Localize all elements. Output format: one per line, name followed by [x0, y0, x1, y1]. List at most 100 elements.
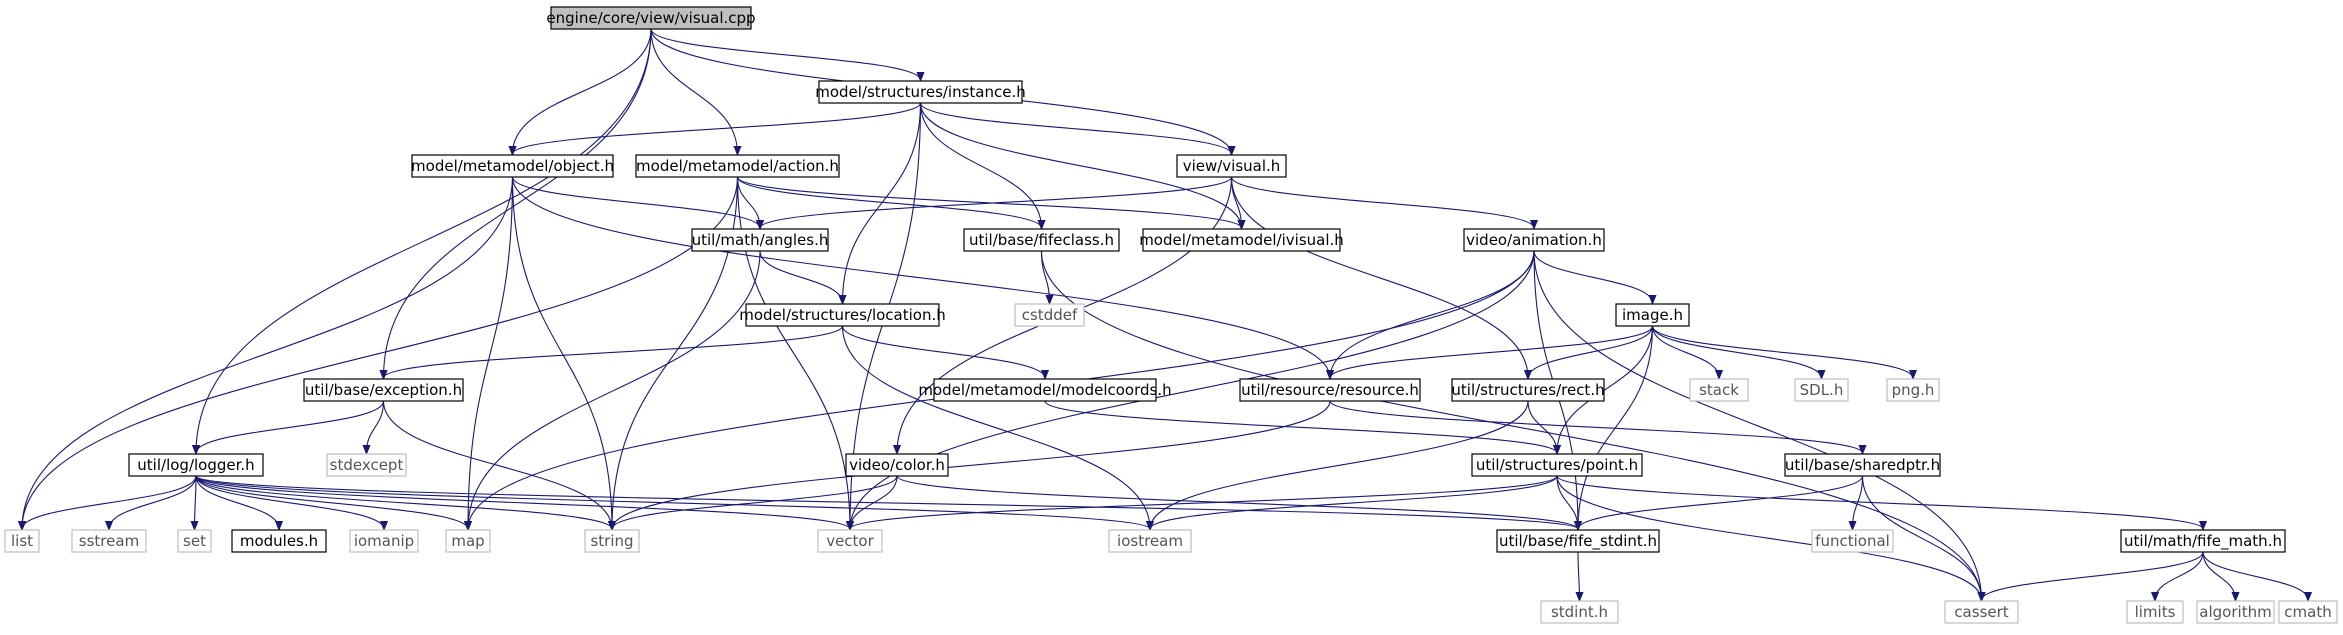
- node-fifestdint[interactable]: util/base/fife_stdint.h: [1496, 529, 1660, 553]
- edge-line: [1150, 400, 1529, 529]
- node-modules[interactable]: modules.h: [231, 529, 327, 553]
- node-box: [2120, 529, 2286, 553]
- node-fifeclass[interactable]: util/base/fifeclass.h: [963, 228, 1120, 252]
- node-logger[interactable]: util/log/logger.h: [128, 453, 264, 477]
- node-label: stdint.h: [1551, 603, 1608, 621]
- node-modelcoords[interactable]: model/metamodel/modelcoords.h: [918, 378, 1172, 402]
- node-label: png.h: [1892, 381, 1935, 399]
- edge-point-to-iostream: [1150, 475, 1558, 529]
- node-image[interactable]: image.h: [1615, 303, 1690, 327]
- edge-line: [384, 325, 844, 378]
- edge-line: [367, 400, 385, 453]
- node-rect[interactable]: util/structures/rect.h: [1451, 378, 1605, 402]
- node-viewvisual[interactable]: view/visual.h: [1176, 154, 1287, 178]
- edge-line: [468, 250, 761, 529]
- edge-line: [1044, 400, 1557, 453]
- node-exception[interactable]: util/base/exception.h: [303, 378, 464, 402]
- node-box: [2126, 600, 2184, 624]
- node-cmath: cmath: [2278, 600, 2338, 624]
- edge-logger-to-string: [195, 475, 612, 529]
- node-label: image.h: [1622, 306, 1683, 324]
- node-ivisual[interactable]: model/metamodel/ivisual.h: [1139, 228, 1344, 252]
- node-box: [1471, 453, 1643, 477]
- edge-line: [1651, 325, 1822, 378]
- edge-logger-to-map: [195, 475, 468, 529]
- edge-line: [1330, 250, 1535, 378]
- node-location[interactable]: model/structures/location.h: [739, 303, 946, 327]
- edge-line: [196, 400, 385, 453]
- node-box: [1108, 529, 1192, 553]
- edge-line: [2202, 551, 2236, 600]
- edge-line: [384, 28, 652, 378]
- node-root[interactable]: engine/core/view/visual.cpp: [546, 6, 756, 30]
- node-box: [1463, 228, 1605, 252]
- node-box: [2196, 600, 2275, 624]
- node-animation[interactable]: video/animation.h: [1463, 228, 1605, 252]
- node-point[interactable]: util/structures/point.h: [1471, 453, 1643, 477]
- edge-line: [1329, 400, 1863, 453]
- node-label: list: [11, 532, 33, 550]
- edge-line: [513, 28, 652, 154]
- edge-fifestdint-to-stdint: [1578, 551, 1580, 600]
- node-resource[interactable]: util/resource/resource.h: [1239, 378, 1421, 402]
- edge-action-to-fifeclass: [736, 176, 1042, 228]
- edge-line: [511, 176, 613, 529]
- node-label: cstddef: [1022, 306, 1078, 324]
- node-label: util/base/sharedptr.h: [1785, 456, 1940, 474]
- edge-point-to-cassert: [1556, 475, 1982, 600]
- edge-point-to-vector: [850, 475, 1558, 529]
- edge-line: [612, 400, 1331, 529]
- edge-line: [896, 475, 1578, 529]
- node-box: [933, 378, 1157, 402]
- edge-line: [195, 475, 1150, 529]
- node-object[interactable]: model/metamodel/object.h: [411, 154, 614, 178]
- node-box: [1886, 378, 1940, 402]
- node-box: [445, 529, 491, 553]
- edge-line: [1533, 250, 1653, 303]
- node-label: util/math/angles.h: [692, 231, 829, 249]
- edge-viewvisual-to-rect: [1230, 176, 1529, 378]
- edge-angles-to-location: [759, 250, 843, 303]
- edge-line: [22, 475, 197, 529]
- node-box: [635, 154, 840, 178]
- edge-instance-to-location: [843, 102, 922, 303]
- edge-line: [1651, 325, 1720, 378]
- node-label: string: [590, 532, 633, 550]
- node-box: [1615, 303, 1690, 327]
- node-box: [326, 453, 407, 477]
- edge-line: [1982, 551, 2204, 600]
- node-color[interactable]: video/color.h: [845, 453, 949, 477]
- node-box: [411, 154, 614, 178]
- node-box: [1451, 378, 1605, 402]
- edge-root-to-object: [513, 28, 652, 154]
- edge-line: [195, 475, 279, 529]
- node-fifemath[interactable]: util/math/fife_math.h: [2120, 529, 2286, 553]
- edge-line: [1330, 325, 1654, 378]
- edge-line: [1557, 325, 1654, 453]
- edge-line: [2202, 551, 2308, 600]
- node-box: [584, 529, 640, 553]
- node-instance[interactable]: model/structures/instance.h: [815, 80, 1026, 104]
- edge-line: [1040, 250, 1982, 600]
- edge-line: [1230, 176, 1535, 228]
- edge-line: [841, 325, 1151, 529]
- node-label: cmath: [2284, 603, 2331, 621]
- node-label: util/log/logger.h: [137, 456, 254, 474]
- node-action[interactable]: model/metamodel/action.h: [635, 154, 840, 178]
- edge-line: [919, 102, 1232, 154]
- node-box: [818, 80, 1023, 104]
- node-label: modules.h: [240, 532, 318, 550]
- edge-line: [382, 400, 613, 529]
- edge-logger-to-iostream: [195, 475, 1150, 529]
- edge-instance-to-fifeclass: [919, 102, 1042, 228]
- edge-line: [196, 28, 652, 453]
- node-label: map: [451, 532, 484, 550]
- node-angles[interactable]: util/math/angles.h: [691, 228, 829, 252]
- node-box: [1142, 228, 1341, 252]
- edge-line: [513, 102, 922, 154]
- node-label: util/base/exception.h: [305, 381, 462, 399]
- edge-logger-to-vector: [195, 475, 850, 529]
- node-sharedptr[interactable]: util/base/sharedptr.h: [1784, 453, 1941, 477]
- edge-resource-to-sharedptr: [1329, 400, 1863, 453]
- node-label: functional: [1815, 532, 1890, 550]
